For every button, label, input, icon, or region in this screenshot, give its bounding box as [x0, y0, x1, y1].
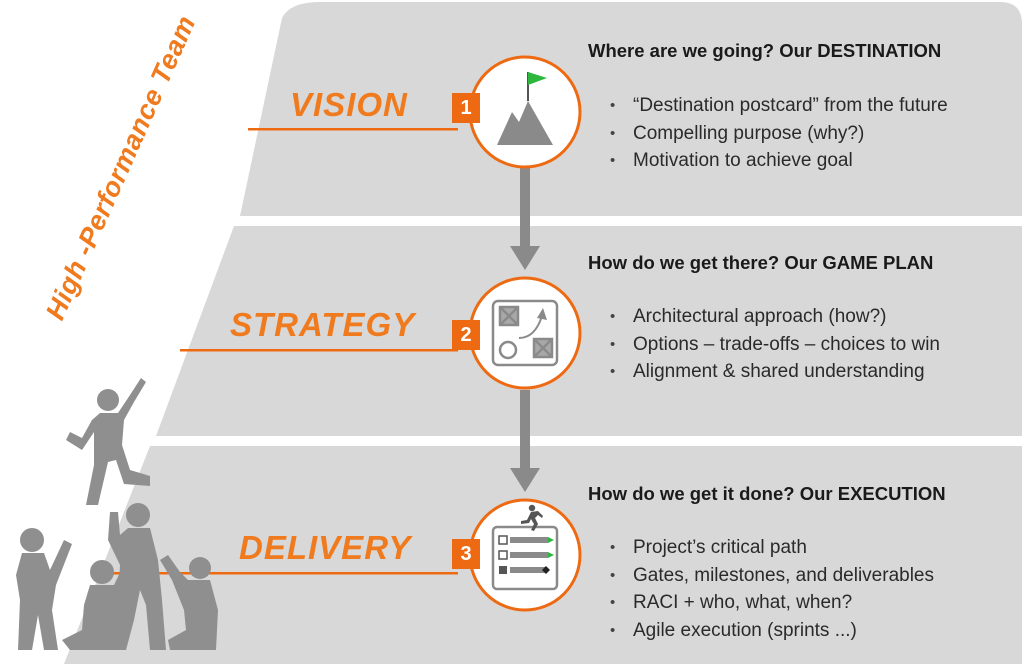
bullet-item: Alignment & shared understanding [608, 358, 940, 386]
bullet-item: Agile execution (sprints ...) [608, 617, 934, 645]
lifting-person-figure [108, 503, 166, 650]
game-plan-icon [491, 299, 559, 367]
vision-heading: Where are we going? Our DESTINATION [588, 40, 942, 61]
vision-connector-line [248, 128, 458, 131]
bullet-item: Gates, milestones, and deliverables [608, 562, 934, 590]
team-figures [16, 378, 218, 650]
vision-bullet-list: “Destination postcard” from the future C… [608, 92, 948, 175]
bullet-item: Architectural approach (how?) [608, 303, 940, 331]
bullet-item: Project’s critical path [608, 534, 934, 562]
vision-label: VISION [290, 86, 408, 123]
mountain-flag-icon [497, 72, 553, 145]
bullet-item: Compelling purpose (why?) [608, 120, 948, 148]
delivery-heading: How do we get it done? Our EXECUTION [588, 483, 946, 504]
kneeling-person-figure [62, 560, 134, 650]
delivery-bullet-list: Project’s critical path Gates, milestone… [608, 534, 934, 644]
bullet-item: RACI + who, what, when? [608, 589, 934, 617]
checklist-runner-icon [491, 504, 559, 591]
vision-number-badge: 1 [452, 93, 480, 123]
bullet-item: “Destination postcard” from the future [608, 92, 948, 120]
bullet-item: Motivation to achieve goal [608, 147, 948, 175]
bullet-item: Options – trade-offs – choices to win [608, 331, 940, 359]
climbing-person-figure [66, 378, 150, 505]
strategy-bullet-list: Architectural approach (how?) Options – … [608, 303, 940, 386]
kneeling-person-figure [160, 555, 218, 650]
delivery-connector-line [100, 572, 458, 575]
strategy-label: STRATEGY [230, 306, 416, 343]
arrow-down-icon [510, 390, 540, 492]
strategy-heading: How do we get there? Our GAME PLAN [588, 252, 934, 273]
strategy-connector-line [180, 349, 458, 352]
strategy-circle [468, 276, 582, 390]
delivery-number-badge: 3 [452, 539, 480, 569]
strategy-number-badge: 2 [452, 320, 480, 350]
supporting-person-figure [16, 528, 72, 650]
arrow-down-icon [510, 168, 540, 270]
delivery-label: DELIVERY [239, 529, 412, 566]
